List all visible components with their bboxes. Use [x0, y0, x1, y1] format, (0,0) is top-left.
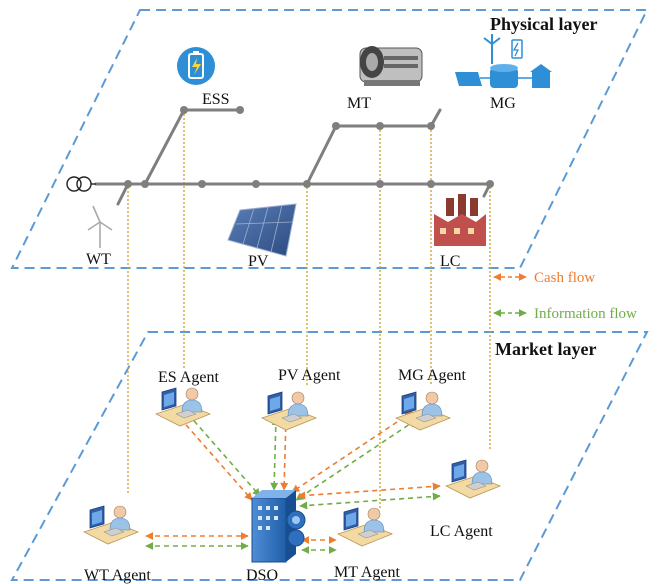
mt-agent-workstation-icon [336, 507, 394, 547]
lc-agent-label: LC Agent [430, 523, 493, 540]
mt-agent-label: MT Agent [334, 564, 400, 581]
mg-agent-workstation-icon [394, 391, 452, 431]
es-agent-workstation-icon [154, 387, 212, 427]
dso-label: DSO [246, 567, 278, 584]
bus-nodes [124, 106, 494, 188]
market-layer-plane [10, 331, 649, 581]
ess-label: ESS [202, 91, 230, 108]
lc-agent-workstation-icon [444, 459, 502, 499]
wt-agent-workstation-icon [82, 505, 140, 545]
legend-cash-flow: Cash flow [493, 270, 595, 286]
svg-text:Cash flow: Cash flow [534, 270, 595, 286]
wt-turbine-icon [87, 205, 113, 248]
dso-server-icon [251, 490, 306, 563]
pv-agent-workstation-icon [260, 391, 318, 431]
physical-layer-title: Physical layer [490, 14, 597, 34]
mg-agent-label: MG Agent [398, 367, 467, 384]
market-layer-title: Market layer [495, 339, 596, 359]
mg-microgrid-icon [455, 34, 552, 88]
svg-text:Information flow: Information flow [534, 306, 637, 322]
mt-label: MT [347, 95, 371, 112]
lc-label: LC [440, 253, 460, 270]
lc-factory-icon [434, 194, 486, 246]
wt-agent-label: WT Agent [84, 567, 151, 584]
agents [82, 387, 502, 547]
mg-label: MG [490, 95, 516, 112]
mt-turbine-icon [359, 46, 423, 86]
vertical-links [127, 110, 491, 510]
physical-layer-plane [10, 9, 649, 269]
ess-battery-icon [177, 47, 215, 85]
pv-label: PV [248, 253, 269, 270]
wt-label: WT [86, 251, 111, 268]
transformer-icon [66, 176, 96, 192]
pv-agent-label: PV Agent [278, 367, 341, 384]
es-agent-label: ES Agent [158, 369, 219, 386]
legend-information-flow: Information flow [493, 306, 637, 322]
pv-panel-icon [227, 203, 297, 257]
